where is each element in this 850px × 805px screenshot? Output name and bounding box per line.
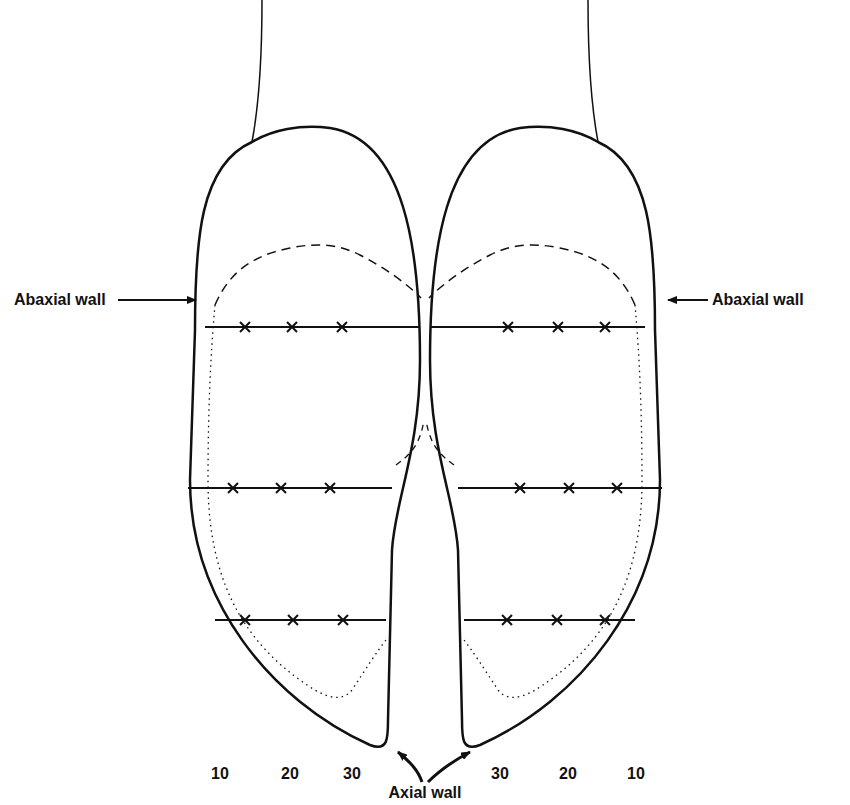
side-label: Abaxial wall [14,292,106,308]
left-claw [188,0,424,747]
distance-number: 20 [281,766,299,782]
distance-number: 20 [559,766,577,782]
leader-arrow [118,299,196,301]
side-label: Abaxial wall [712,292,804,308]
right-claw [426,0,662,747]
part-label: Axial wall [389,785,462,801]
distance-number: 30 [343,766,361,782]
leader-arrow [668,299,708,301]
distance-number: 10 [627,766,645,782]
distance-number: 30 [491,766,509,782]
distance-number: 10 [211,766,229,782]
leader-arrow [428,752,470,782]
leader-arrow [398,752,422,782]
